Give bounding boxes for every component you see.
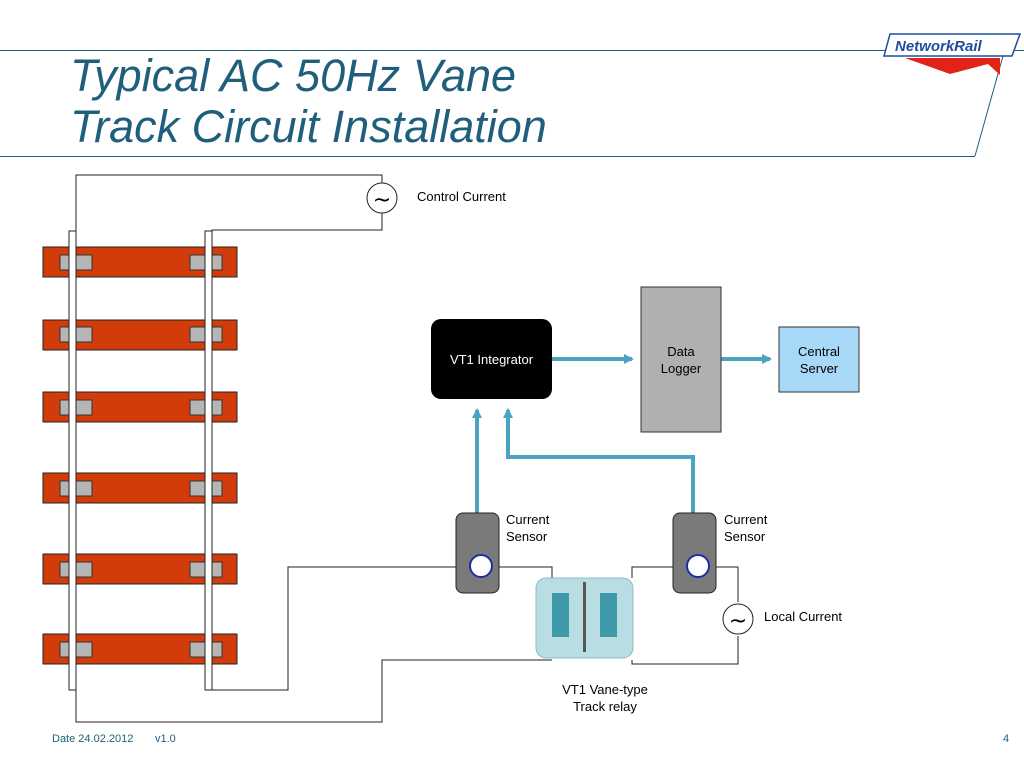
title-line-1: Typical AC 50Hz Vane — [70, 50, 517, 101]
central-server-label: Central Server — [779, 327, 859, 392]
footer-page-number: 4 — [1003, 733, 1010, 745]
control-current-label: Control Current — [417, 189, 506, 204]
sensor-right-label-line-1: Current — [724, 512, 768, 527]
footer-date: Date 24.02.2012 — [52, 733, 134, 745]
ac-symbol-icon: ~ — [373, 188, 391, 213]
relay-coil-right-icon — [600, 593, 617, 637]
vt1-integrator-box — [431, 319, 552, 399]
title-line-2: Track Circuit Installation — [70, 101, 547, 152]
control-current-source: ~ — [366, 182, 398, 214]
signal-lines — [472, 354, 772, 513]
sensor-left-label-line-1: Current — [506, 512, 550, 527]
local-current-label: Local Current — [764, 609, 843, 624]
data-logger-label-line-1: Data — [667, 344, 695, 359]
vt1-integrator-label: VT1 Integrator — [449, 351, 534, 367]
vane-track-relay — [535, 577, 634, 659]
footer-version: v1.0 — [155, 733, 176, 745]
current-sensor-right — [672, 512, 717, 594]
slide-title: Typical AC 50Hz Vane Track Circuit Insta… — [70, 50, 547, 152]
data-logger-box — [640, 286, 722, 433]
relay-label: VT1 Vane-type Track relay — [535, 681, 675, 715]
header-bottom-rule — [0, 156, 975, 157]
central-server-label-line-2: Server — [799, 360, 839, 376]
sensor-right-to-integrator-arrow — [503, 408, 695, 513]
network-rail-logo: NetworkRail — [883, 33, 1022, 157]
left-rail — [68, 230, 77, 691]
relay-coil-left-icon — [552, 593, 569, 637]
sensor-left-label: Current Sensor — [506, 511, 549, 545]
sensor-coil-icon — [469, 554, 493, 578]
ac-symbol-icon: ~ — [729, 609, 747, 634]
sensor-right-label: Current Sensor — [724, 511, 767, 545]
sensor-left-label-line-2: Sensor — [506, 529, 548, 544]
data-logger-label: Data Logger — [641, 287, 721, 432]
right-rail — [204, 230, 213, 691]
sensor-coil-icon — [686, 554, 710, 578]
sensor-right-label-line-2: Sensor — [724, 529, 766, 544]
relay-vane-icon — [583, 582, 586, 652]
data-logger-label-line-2: Logger — [660, 361, 702, 376]
relay-label-line-2: Track relay — [573, 699, 637, 714]
local-current-source: ~ — [722, 603, 754, 635]
logo-text: NetworkRail — [895, 38, 983, 55]
circuit-wires — [75, 174, 739, 723]
central-server-box — [778, 326, 860, 393]
current-sensor-left — [455, 512, 500, 594]
logo-arrow-icon — [905, 58, 1000, 75]
header-top-rule — [0, 50, 1024, 51]
central-server-label-line-1: Central — [798, 343, 840, 359]
logo-frame — [883, 33, 1022, 57]
relay-label-line-1: VT1 Vane-type — [562, 682, 648, 697]
